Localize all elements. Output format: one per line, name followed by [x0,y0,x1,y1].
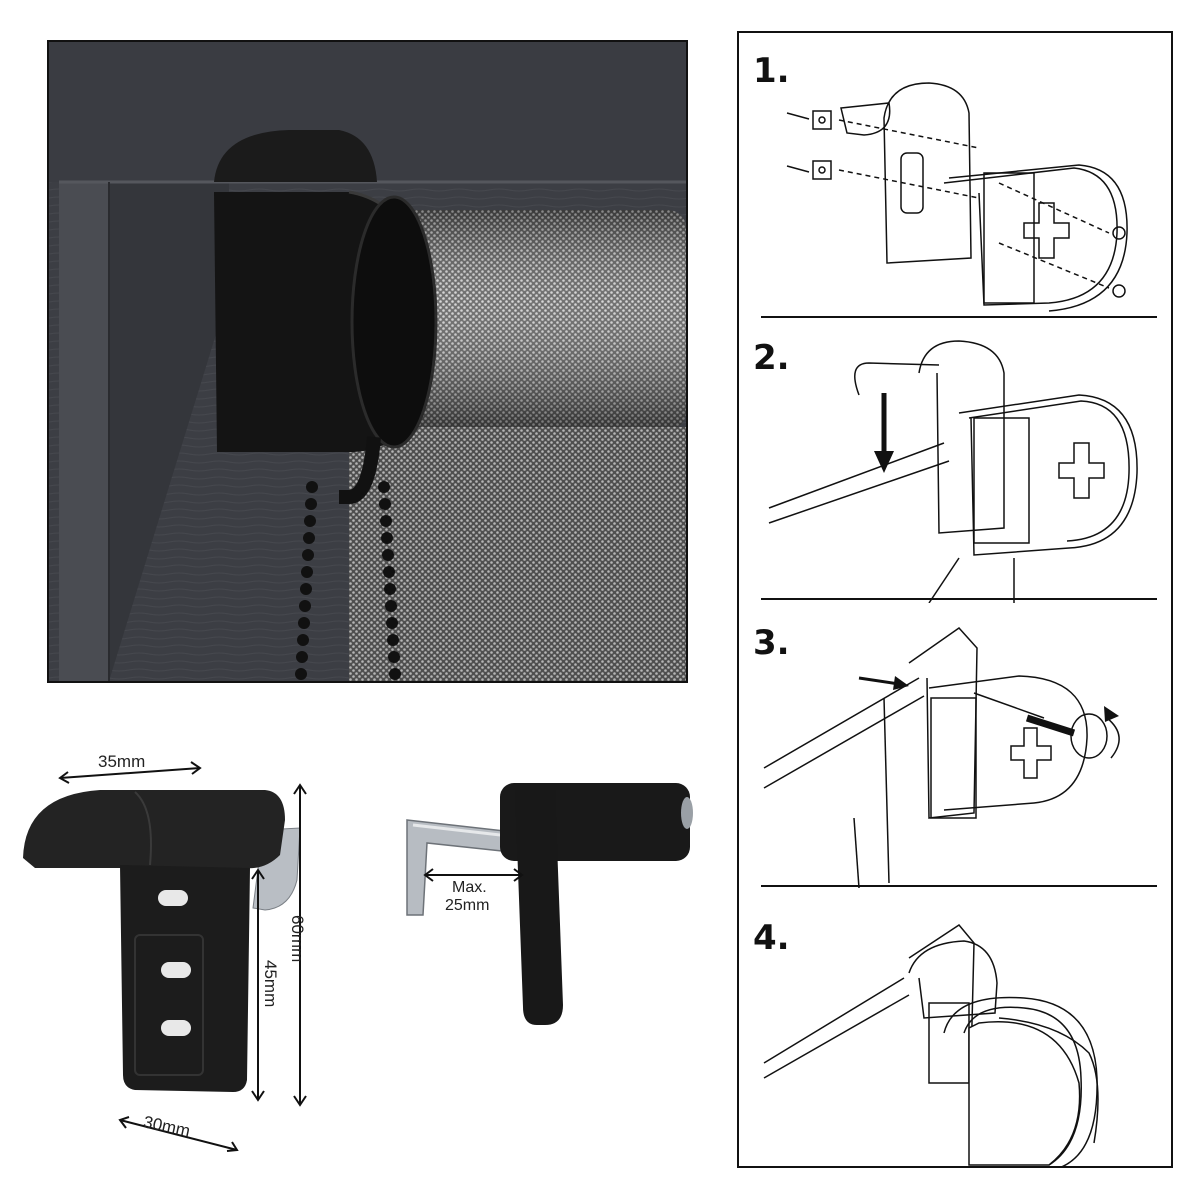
bead-chain [295,481,401,680]
step-divider-2 [761,598,1157,600]
product-photo [47,40,688,683]
step-4-diagram [763,924,1099,1168]
step-1-number: 1. [753,51,790,91]
step-4-number: 4. [753,918,790,958]
height-total-label: 60mm [288,915,307,963]
step-2-diagram [768,340,1138,603]
step-1-diagram [786,82,1128,312]
roller-blind-photo [49,42,686,681]
step-3-number: 3. [753,623,790,663]
height-inner-label: 45mm [261,960,280,1008]
step-divider-1 [761,316,1157,318]
step-3-diagram [763,627,1120,888]
clamp-max-label: Max. [452,879,487,896]
step-divider-3 [761,885,1157,887]
installation-steps-panel: 1. 2. [737,31,1173,1168]
width-top-label: 35mm [98,752,146,771]
clamp-max-value: 25mm [445,897,490,914]
step-2-number: 2. [753,338,790,378]
bracket-dimension-drawing: 35mm 60mm 45mm 30mm [15,740,345,1160]
clamp-side-view: Max. 25mm [395,775,705,1045]
